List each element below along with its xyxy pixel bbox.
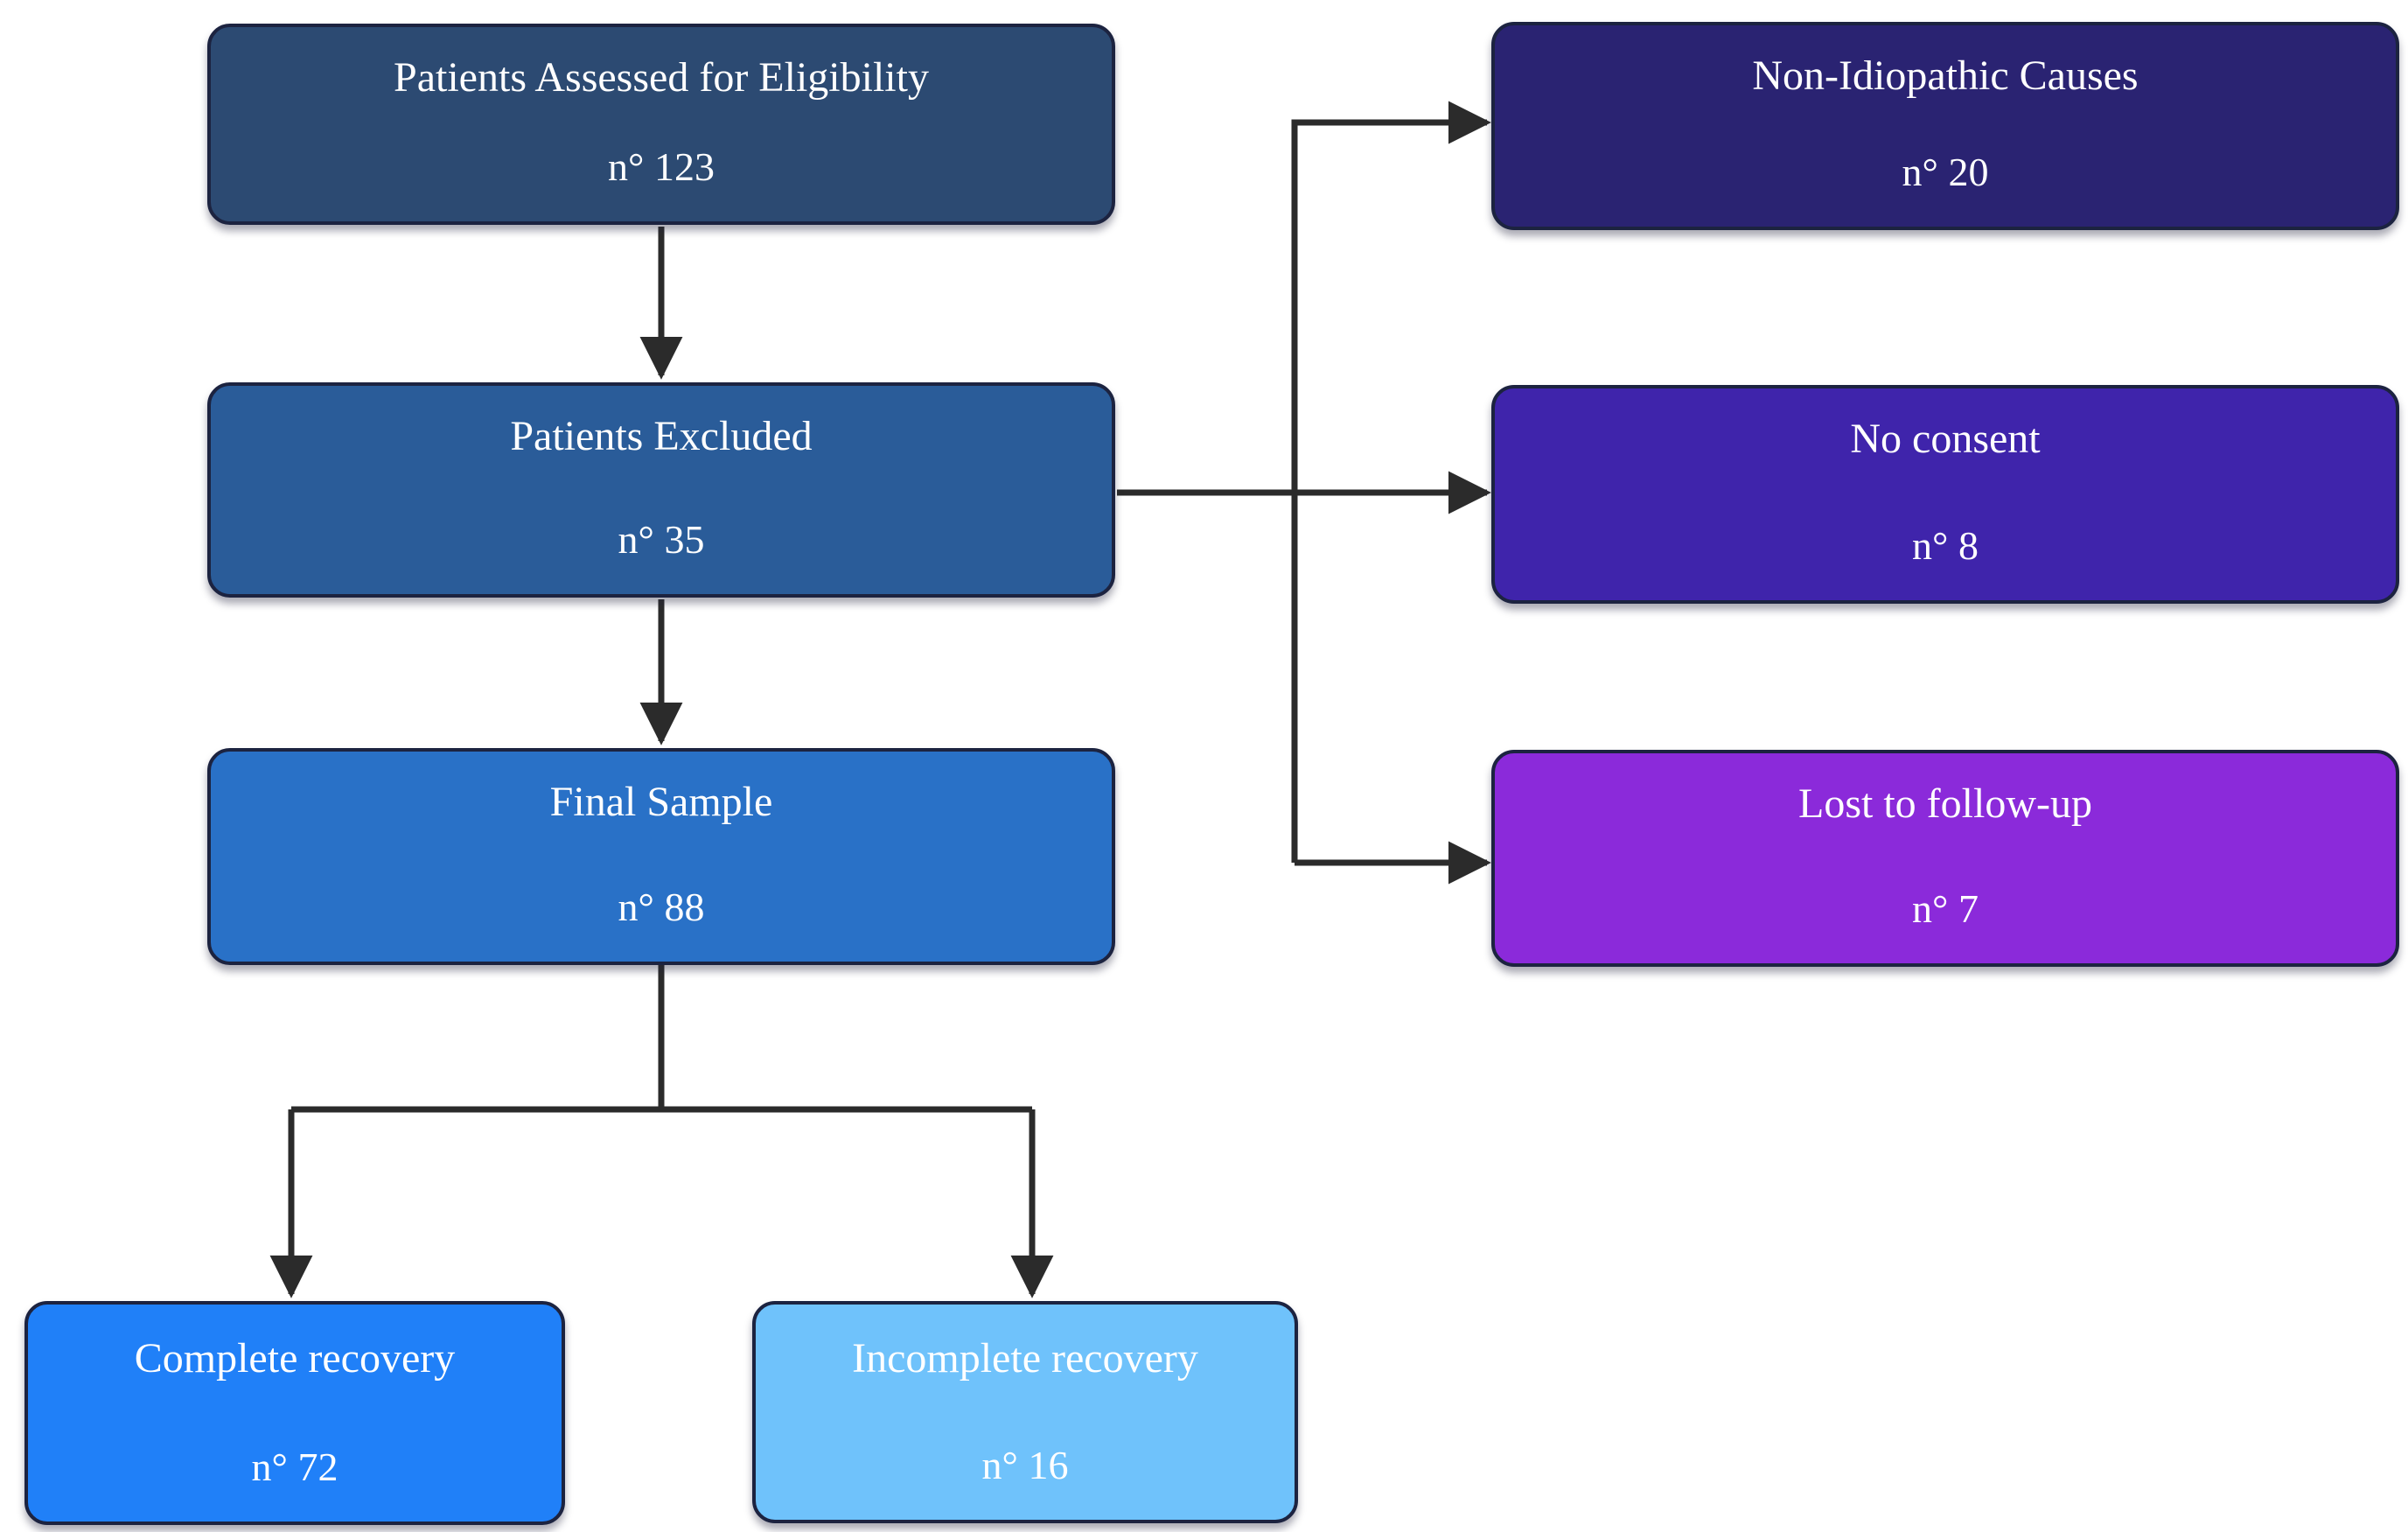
node-count: n° 20 <box>1902 150 1989 195</box>
node-patients-assessed: Patients Assessed for Eligibility n° 123 <box>207 24 1115 225</box>
node-lost-to-follow-up: Lost to follow-up n° 7 <box>1491 750 2399 967</box>
node-label: Patients Excluded <box>510 413 813 459</box>
node-count: n° 88 <box>618 885 705 930</box>
node-non-idiopathic-causes: Non-Idiopathic Causes n° 20 <box>1491 22 2399 230</box>
node-count: n° 123 <box>608 144 715 190</box>
node-count: n° 35 <box>618 517 705 563</box>
node-count: n° 16 <box>981 1443 1069 1488</box>
node-label: Complete recovery <box>134 1335 456 1382</box>
node-count: n° 7 <box>1912 886 1979 932</box>
node-final-sample: Final Sample n° 88 <box>207 748 1115 965</box>
node-incomplete-recovery: Incomplete recovery n° 16 <box>752 1301 1298 1523</box>
node-count: n° 8 <box>1912 523 1979 569</box>
node-label: Lost to follow-up <box>1798 780 2092 827</box>
node-label: Final Sample <box>549 779 773 825</box>
arrow-spine-to-nonidiopathic <box>1291 101 1491 863</box>
node-patients-excluded: Patients Excluded n° 35 <box>207 382 1115 598</box>
node-label: Incomplete recovery <box>852 1335 1198 1382</box>
node-complete-recovery: Complete recovery n° 72 <box>24 1301 565 1525</box>
node-label: Patients Assessed for Eligibility <box>394 54 929 101</box>
node-count: n° 72 <box>251 1445 339 1490</box>
node-label: Non-Idiopathic Causes <box>1752 52 2139 99</box>
node-label: No consent <box>1850 416 2041 462</box>
node-no-consent: No consent n° 8 <box>1491 385 2399 604</box>
